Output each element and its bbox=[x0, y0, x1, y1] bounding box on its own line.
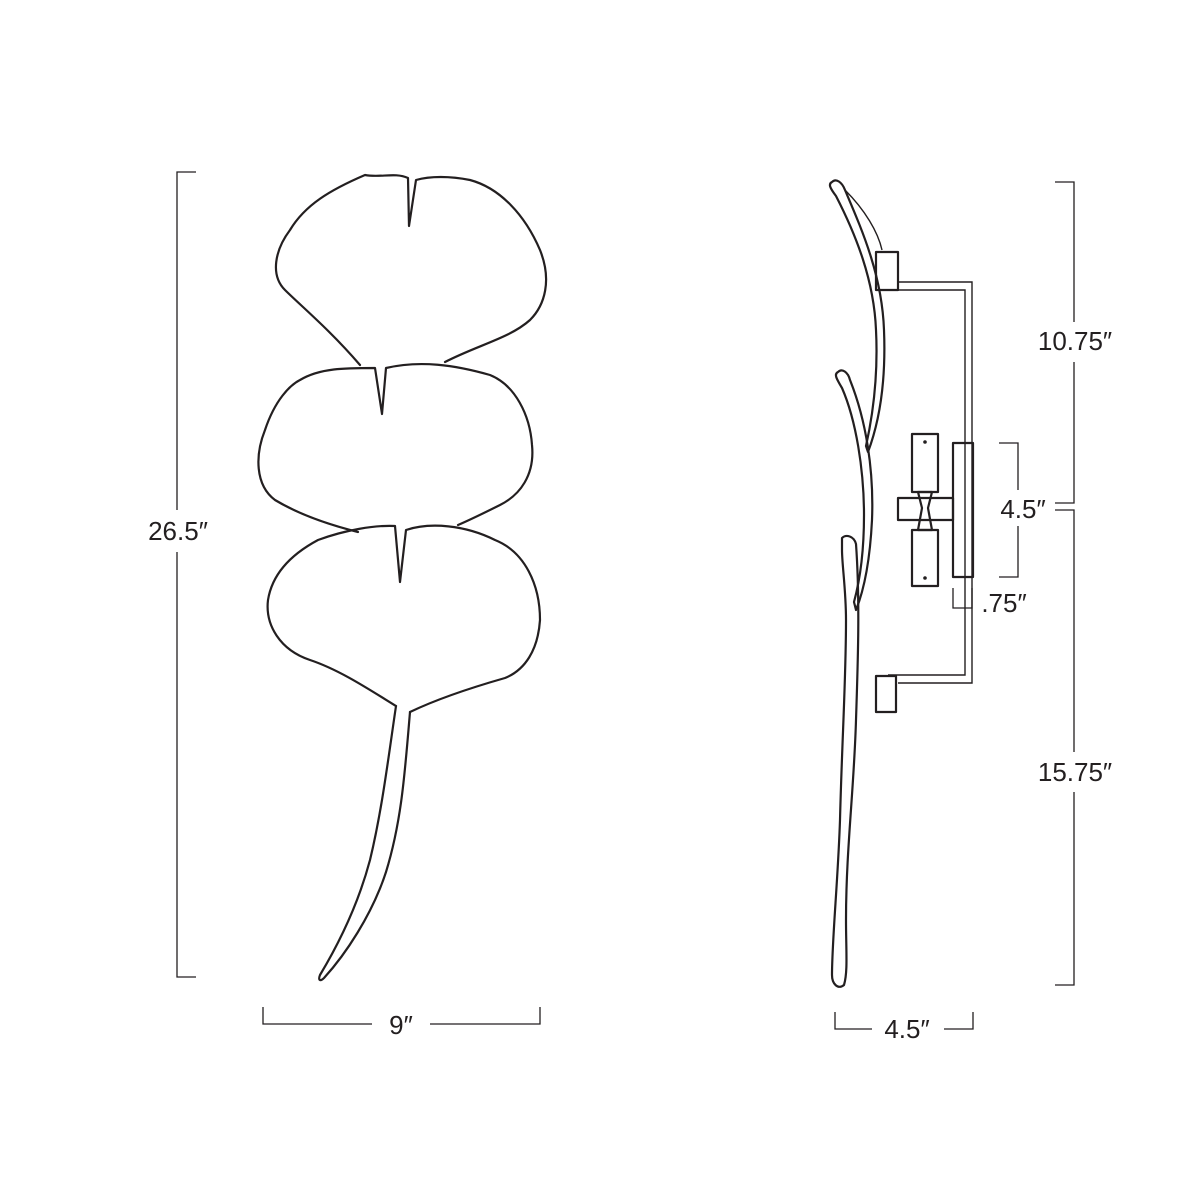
side-backplate-depth-label: .75″ bbox=[981, 588, 1026, 618]
side-socket-fixture bbox=[896, 432, 955, 588]
side-backplate-height-label: 4.5″ bbox=[1000, 494, 1045, 524]
side-lower-mount bbox=[874, 674, 898, 714]
side-upper-height-label: 10.75″ bbox=[1038, 326, 1112, 356]
side-leaf-bottom-profile bbox=[830, 534, 860, 988]
front-view: 26.5″ 9″ bbox=[120, 171, 548, 1043]
side-view: 10.75″ 15.75″ 4.5″ .75″ 4.5″ bbox=[828, 179, 1130, 1046]
side-upper-mount bbox=[874, 250, 900, 292]
front-leaf-bottom bbox=[266, 524, 542, 714]
front-width-label: 9″ bbox=[389, 1010, 413, 1040]
side-wall-bracket-inner bbox=[898, 281, 973, 684]
side-lower-height-dimension-line bbox=[1055, 509, 1075, 986]
side-leaf-middle-profile bbox=[834, 369, 874, 612]
front-height-dimension-line bbox=[176, 171, 196, 978]
side-backplate-bar bbox=[951, 441, 975, 579]
side-lower-height-label: 15.75″ bbox=[1038, 757, 1112, 787]
front-leaf-top bbox=[274, 173, 548, 367]
side-leaf-top-profile bbox=[828, 179, 886, 454]
front-height-label: 26.5″ bbox=[148, 516, 208, 546]
side-leaf-top-edge bbox=[844, 189, 883, 251]
front-leaf-stem bbox=[318, 704, 412, 982]
front-leaf-middle bbox=[257, 362, 534, 534]
side-wall-bracket bbox=[888, 289, 966, 676]
side-backplate-depth-dimension-line bbox=[952, 588, 973, 609]
side-depth-label: 4.5″ bbox=[884, 1014, 929, 1044]
